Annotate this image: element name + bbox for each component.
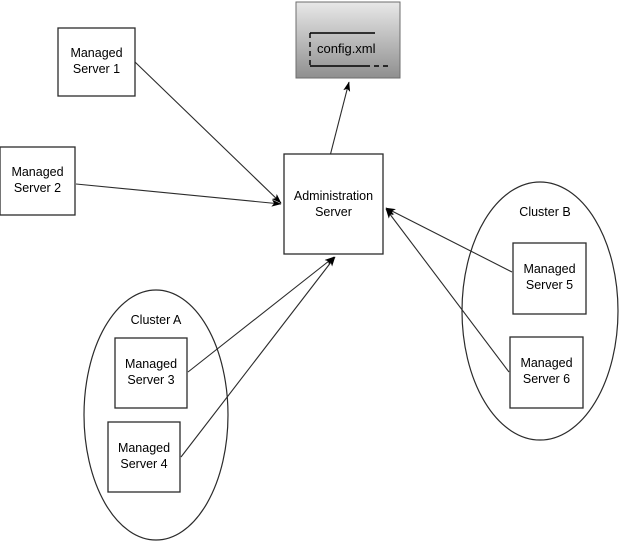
edge-managed-server-6-to-admin xyxy=(385,208,510,373)
managed-server-1-label-line2: Server 1 xyxy=(73,62,120,76)
cluster-a-group: Cluster A xyxy=(83,289,229,541)
managed-server-2-node[interactable]: Managed Server 2 xyxy=(0,146,76,216)
managed-server-4-label-line2: Server 4 xyxy=(120,457,167,471)
managed-server-3-node[interactable]: Managed Server 3 xyxy=(114,337,188,409)
managed-server-4-box xyxy=(107,421,181,493)
administration-server-label-line2: Server xyxy=(315,205,352,219)
managed-server-6-label-line1: Managed xyxy=(520,356,572,370)
cluster-b-ellipse xyxy=(461,181,619,441)
cluster-a-label: Cluster A xyxy=(131,313,182,327)
managed-server-4-node[interactable]: Managed Server 4 xyxy=(107,421,181,493)
cluster-b-group: Cluster B xyxy=(461,181,619,441)
managed-server-6-box xyxy=(509,336,584,409)
managed-server-2-box xyxy=(0,146,76,216)
managed-server-6-label-line2: Server 6 xyxy=(523,372,570,386)
administration-server-box xyxy=(283,153,384,255)
edge-managed-server-1-to-admin xyxy=(134,61,282,204)
managed-server-4-label-line1: Managed xyxy=(118,441,170,455)
managed-server-5-box xyxy=(512,242,587,315)
managed-server-3-label-line2: Server 3 xyxy=(127,373,174,387)
managed-server-1-box xyxy=(57,27,136,97)
cluster-b-label: Cluster B xyxy=(519,205,570,219)
edge-managed-server-2-to-admin xyxy=(75,183,282,207)
managed-server-2-label-line1: Managed xyxy=(11,165,63,179)
administration-server-label-line1: Administration xyxy=(294,189,373,203)
config-file-label: config.xml xyxy=(317,41,376,56)
managed-server-2-label-line2: Server 2 xyxy=(14,181,61,195)
managed-server-3-label-line1: Managed xyxy=(125,357,177,371)
cluster-a-ellipse xyxy=(83,289,229,541)
edge-managed-server-4-to-admin xyxy=(180,256,336,458)
edge-managed-server-5-to-admin xyxy=(385,207,513,273)
managed-server-5-label-line1: Managed xyxy=(523,262,575,276)
managed-server-1-node[interactable]: Managed Server 1 xyxy=(57,27,136,97)
administration-server-node[interactable]: Administration Server xyxy=(283,153,384,255)
edge-admin-to-config-bidirectional xyxy=(326,81,351,166)
managed-server-3-box xyxy=(114,337,188,409)
edge-managed-server-3-to-admin xyxy=(187,256,335,373)
managed-server-1-label-line1: Managed xyxy=(70,46,122,60)
managed-server-5-node[interactable]: Managed Server 5 xyxy=(512,242,587,315)
managed-server-6-node[interactable]: Managed Server 6 xyxy=(509,336,584,409)
managed-server-5-label-line2: Server 5 xyxy=(526,278,573,292)
config-file-node[interactable]: config.xml xyxy=(295,1,401,79)
